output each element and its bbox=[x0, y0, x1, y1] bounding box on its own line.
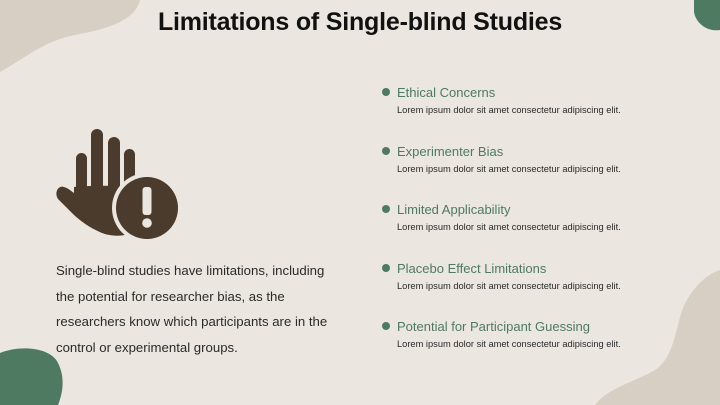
item-title: Experimenter Bias bbox=[397, 143, 504, 159]
list-item: Placebo Effect Limitations Lorem ipsum d… bbox=[382, 260, 682, 319]
hand-warning-icon bbox=[56, 129, 180, 243]
description-text: Single-blind studies have limitations, i… bbox=[56, 263, 328, 355]
bottom-left-blob bbox=[0, 348, 63, 405]
bullet-dot bbox=[382, 322, 390, 330]
item-text: Lorem ipsum dolor sit amet consectetur a… bbox=[397, 105, 621, 115]
top-left-blob bbox=[0, 0, 140, 72]
bottom-right-blob bbox=[595, 270, 720, 405]
item-text: Lorem ipsum dolor sit amet consectetur a… bbox=[397, 163, 621, 174]
list-item: Experimenter Bias Lorem ipsum dolor sit … bbox=[382, 143, 682, 202]
list-item: Ethical Concerns Lorem ipsum dolor sit a… bbox=[382, 84, 682, 143]
item-title: Potential for Participant Guessing bbox=[397, 319, 590, 334]
bullet-dot bbox=[382, 263, 390, 272]
bullet-dot bbox=[382, 205, 390, 213]
item-text: Lorem ipsum dolor sit amet consectetur a… bbox=[397, 280, 621, 291]
bullet-dot bbox=[382, 146, 390, 155]
list-item: Potential for Participant Guessing Lorem… bbox=[382, 318, 682, 377]
item-text: Lorem ipsum dolor sit amet consectetur a… bbox=[397, 339, 621, 349]
item-title: Limited Applicability bbox=[397, 202, 511, 217]
page-title: Limitations of Single-blind Studies bbox=[157, 8, 563, 36]
list-item: Limited Applicability Lorem ipsum dolor … bbox=[382, 201, 682, 260]
item-text: Lorem ipsum dolor sit amet consectetur a… bbox=[397, 222, 621, 232]
limitations-list: Ethical Concerns Lorem ipsum dolor sit a… bbox=[382, 84, 682, 377]
top-right-blob bbox=[694, 0, 720, 31]
item-title: Placebo Effect Limitations bbox=[397, 260, 547, 276]
item-title: Ethical Concerns bbox=[397, 85, 496, 100]
bullet-dot bbox=[382, 88, 390, 96]
